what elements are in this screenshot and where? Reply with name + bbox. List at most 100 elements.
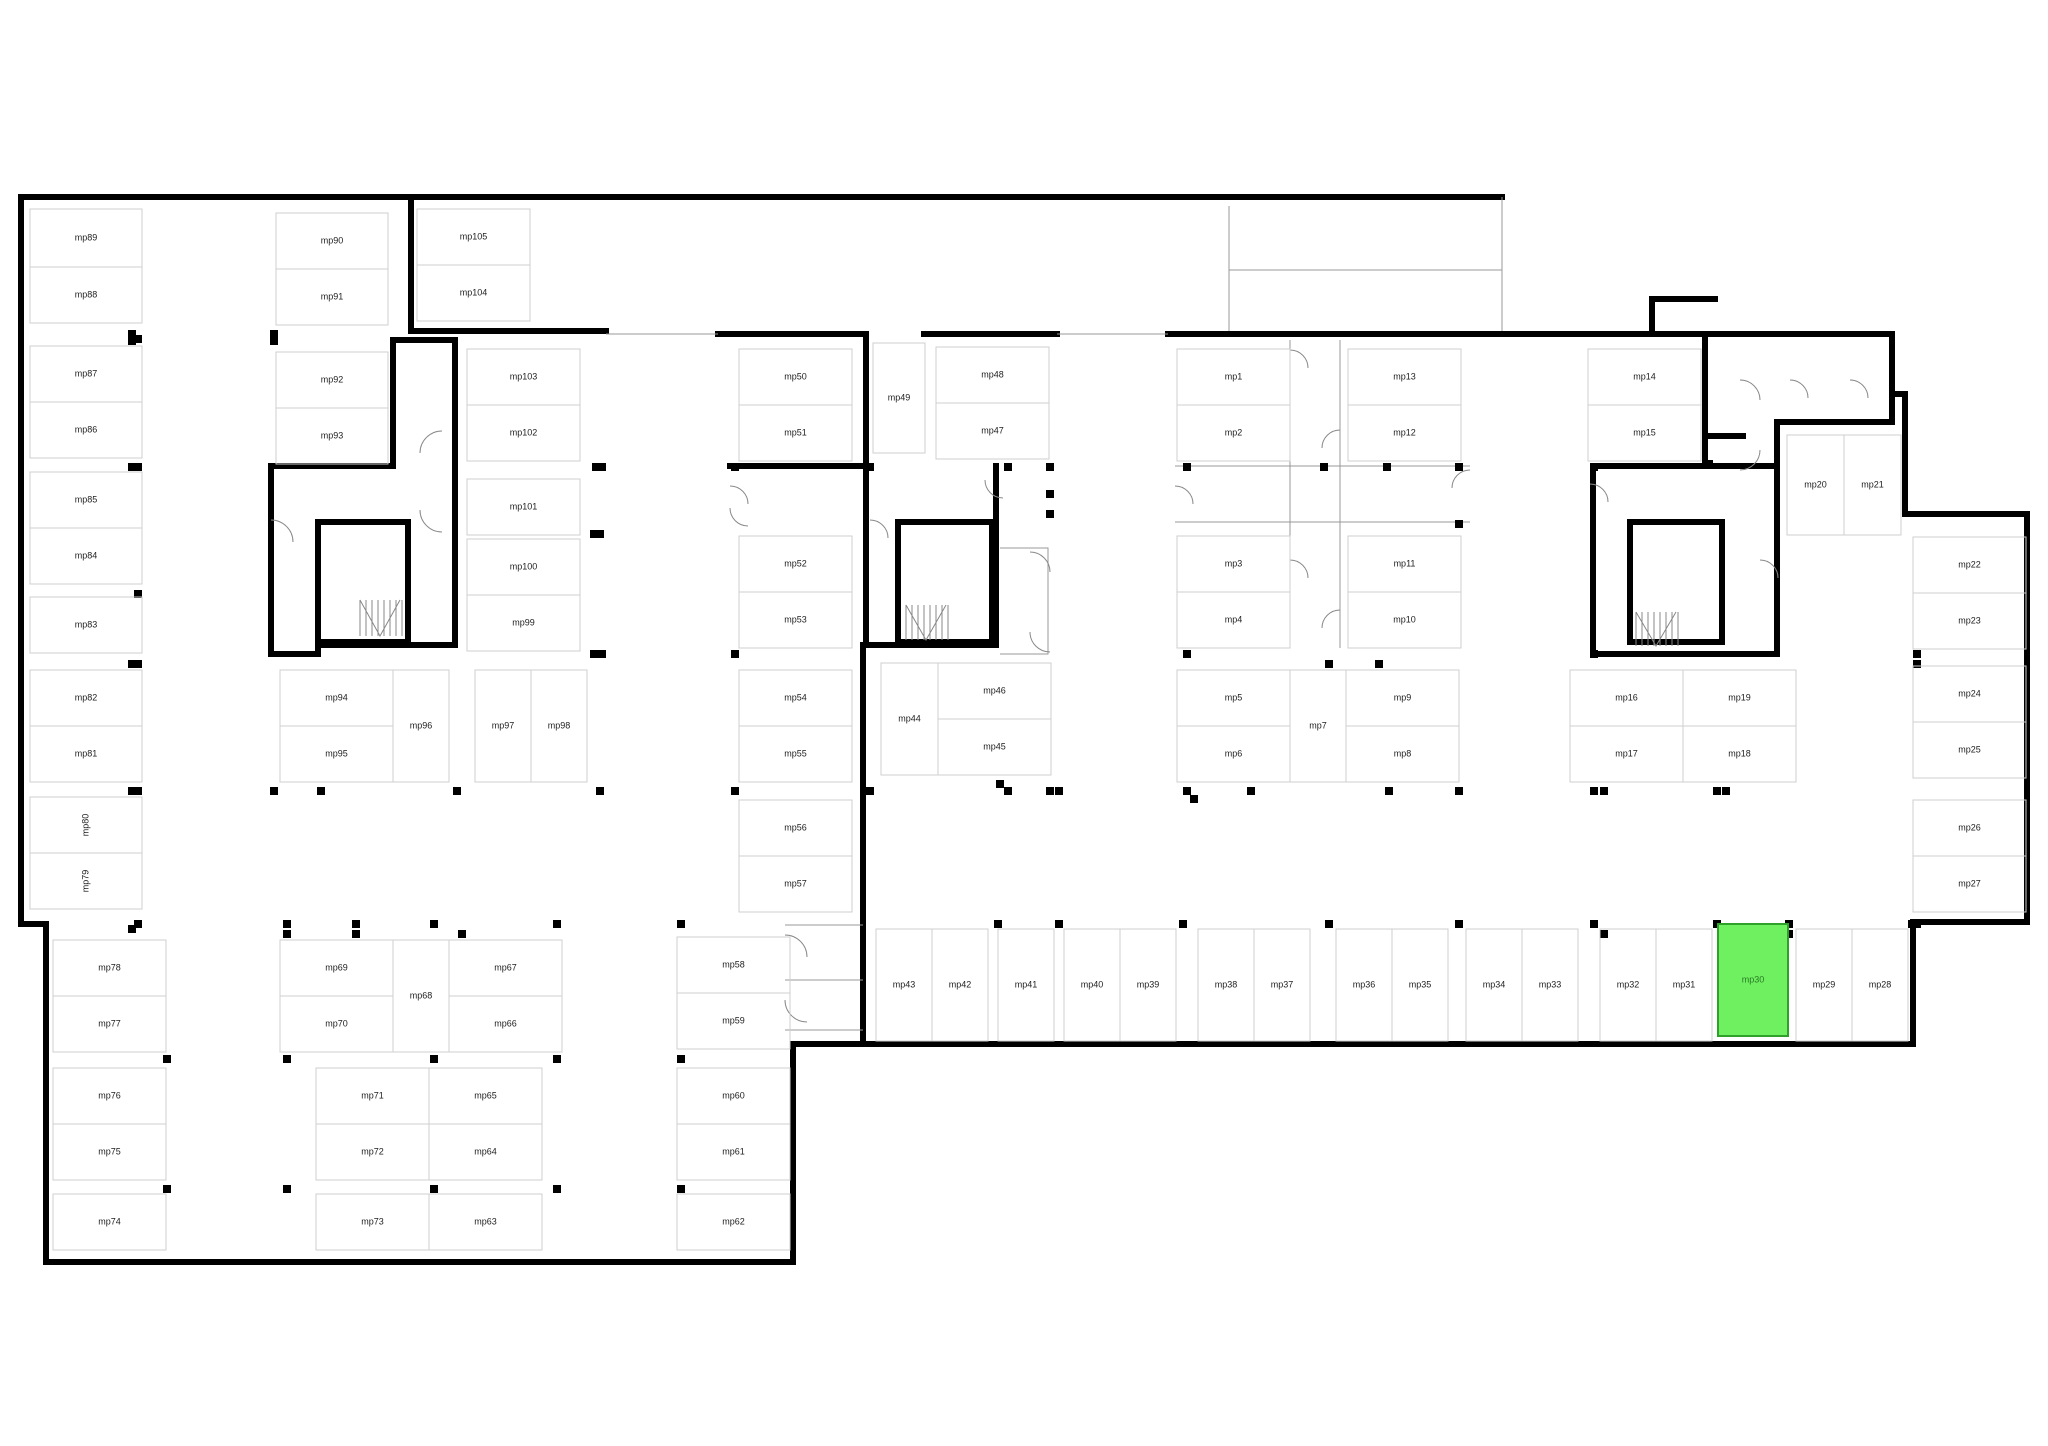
parking-spot-mp23[interactable]: mp23	[1912, 592, 2027, 650]
parking-spot-mp70[interactable]: mp70	[279, 995, 394, 1053]
parking-spot-mp59[interactable]: mp59	[676, 992, 791, 1050]
parking-spot-mp49[interactable]: mp49	[872, 342, 926, 454]
parking-spot-mp86[interactable]: mp86	[29, 401, 143, 459]
parking-spot-mp36[interactable]: mp36	[1335, 928, 1393, 1042]
parking-spot-mp75[interactable]: mp75	[52, 1123, 167, 1181]
parking-spot-mp73[interactable]: mp73	[315, 1193, 430, 1251]
parking-spot-mp40[interactable]: mp40	[1063, 928, 1121, 1042]
parking-spot-mp7[interactable]: mp7	[1289, 669, 1347, 783]
parking-spot-mp33[interactable]: mp33	[1521, 928, 1579, 1042]
parking-spot-mp76[interactable]: mp76	[52, 1067, 167, 1125]
parking-spot-mp6[interactable]: mp6	[1176, 725, 1291, 783]
parking-spot-mp10[interactable]: mp10	[1347, 591, 1462, 649]
parking-spot-mp74[interactable]: mp74	[52, 1193, 167, 1251]
parking-spot-mp64[interactable]: mp64	[428, 1123, 543, 1181]
parking-spot-mp101[interactable]: mp101	[466, 478, 581, 536]
parking-spot-mp9[interactable]: mp9	[1345, 669, 1460, 727]
parking-spot-mp29[interactable]: mp29	[1795, 928, 1853, 1042]
parking-spot-mp35[interactable]: mp35	[1391, 928, 1449, 1042]
parking-spot-mp25[interactable]: mp25	[1912, 721, 2027, 779]
parking-spot-mp1[interactable]: mp1	[1176, 348, 1291, 406]
parking-spot-mp85[interactable]: mp85	[29, 471, 143, 529]
parking-spot-mp19[interactable]: mp19	[1682, 669, 1797, 727]
parking-spot-mp21[interactable]: mp21	[1843, 434, 1902, 536]
parking-spot-mp78[interactable]: mp78	[52, 939, 167, 997]
parking-spot-mp45[interactable]: mp45	[937, 718, 1052, 776]
parking-spot-mp38[interactable]: mp38	[1197, 928, 1255, 1042]
parking-spot-mp26[interactable]: mp26	[1912, 799, 2027, 857]
parking-spot-mp96[interactable]: mp96	[392, 669, 450, 783]
parking-spot-mp12[interactable]: mp12	[1347, 404, 1462, 462]
parking-spot-mp61[interactable]: mp61	[676, 1123, 791, 1181]
parking-spot-mp95[interactable]: mp95	[279, 725, 394, 783]
parking-spot-mp62[interactable]: mp62	[676, 1193, 791, 1251]
parking-spot-mp5[interactable]: mp5	[1176, 669, 1291, 727]
parking-spot-mp34[interactable]: mp34	[1465, 928, 1523, 1042]
parking-spot-mp18[interactable]: mp18	[1682, 725, 1797, 783]
parking-spot-mp48[interactable]: mp48	[935, 346, 1050, 404]
parking-spot-mp91[interactable]: mp91	[275, 268, 389, 326]
parking-spot-mp99[interactable]: mp99	[466, 594, 581, 652]
parking-spot-mp58[interactable]: mp58	[676, 936, 791, 994]
parking-spot-mp31[interactable]: mp31	[1655, 928, 1713, 1042]
parking-spot-mp65[interactable]: mp65	[428, 1067, 543, 1125]
parking-spot-mp17[interactable]: mp17	[1569, 725, 1684, 783]
parking-spot-mp104[interactable]: mp104	[416, 264, 531, 322]
parking-spot-mp53[interactable]: mp53	[738, 591, 853, 649]
parking-spot-mp71[interactable]: mp71	[315, 1067, 430, 1125]
parking-spot-mp83[interactable]: mp83	[29, 596, 143, 654]
parking-spot-mp60[interactable]: mp60	[676, 1067, 791, 1125]
parking-spot-mp79[interactable]: mp79	[29, 852, 143, 910]
parking-spot-mp92[interactable]: mp92	[275, 351, 389, 409]
parking-spot-mp20[interactable]: mp20	[1786, 434, 1845, 536]
parking-spot-mp8[interactable]: mp8	[1345, 725, 1460, 783]
parking-spot-mp28[interactable]: mp28	[1851, 928, 1909, 1042]
parking-spot-mp90[interactable]: mp90	[275, 212, 389, 270]
parking-spot-mp93[interactable]: mp93	[275, 407, 389, 465]
parking-spot-mp50[interactable]: mp50	[738, 348, 853, 406]
parking-spot-mp77[interactable]: mp77	[52, 995, 167, 1053]
parking-spot-mp97[interactable]: mp97	[474, 669, 532, 783]
parking-spot-mp52[interactable]: mp52	[738, 535, 853, 593]
parking-spot-mp30[interactable]: mp30	[1717, 923, 1789, 1037]
parking-spot-mp102[interactable]: mp102	[466, 404, 581, 462]
parking-spot-mp98[interactable]: mp98	[530, 669, 588, 783]
parking-spot-mp51[interactable]: mp51	[738, 404, 853, 462]
parking-spot-mp41[interactable]: mp41	[997, 928, 1055, 1042]
parking-spot-mp43[interactable]: mp43	[875, 928, 933, 1042]
parking-spot-mp63[interactable]: mp63	[428, 1193, 543, 1251]
parking-spot-mp84[interactable]: mp84	[29, 527, 143, 585]
parking-spot-mp87[interactable]: mp87	[29, 345, 143, 403]
parking-spot-mp46[interactable]: mp46	[937, 662, 1052, 720]
parking-spot-mp39[interactable]: mp39	[1119, 928, 1177, 1042]
parking-spot-mp27[interactable]: mp27	[1912, 855, 2027, 913]
parking-spot-mp13[interactable]: mp13	[1347, 348, 1462, 406]
parking-spot-mp105[interactable]: mp105	[416, 208, 531, 266]
parking-spot-mp68[interactable]: mp68	[392, 939, 450, 1053]
parking-spot-mp88[interactable]: mp88	[29, 266, 143, 324]
parking-spot-mp69[interactable]: mp69	[279, 939, 394, 997]
parking-spot-mp55[interactable]: mp55	[738, 725, 853, 783]
parking-spot-mp32[interactable]: mp32	[1599, 928, 1657, 1042]
parking-spot-mp3[interactable]: mp3	[1176, 535, 1291, 593]
parking-spot-mp11[interactable]: mp11	[1347, 535, 1462, 593]
parking-spot-mp24[interactable]: mp24	[1912, 665, 2027, 723]
parking-spot-mp54[interactable]: mp54	[738, 669, 853, 727]
parking-spot-mp89[interactable]: mp89	[29, 208, 143, 268]
parking-spot-mp94[interactable]: mp94	[279, 669, 394, 727]
parking-spot-mp80[interactable]: mp80	[29, 796, 143, 854]
parking-spot-mp82[interactable]: mp82	[29, 669, 143, 727]
parking-spot-mp16[interactable]: mp16	[1569, 669, 1684, 727]
parking-spot-mp57[interactable]: mp57	[738, 855, 853, 913]
parking-spot-mp103[interactable]: mp103	[466, 348, 581, 406]
parking-spot-mp72[interactable]: mp72	[315, 1123, 430, 1181]
parking-spot-mp42[interactable]: mp42	[931, 928, 989, 1042]
parking-spot-mp22[interactable]: mp22	[1912, 536, 2027, 594]
parking-spot-mp56[interactable]: mp56	[738, 799, 853, 857]
parking-spot-mp47[interactable]: mp47	[935, 402, 1050, 460]
parking-spot-mp15[interactable]: mp15	[1587, 404, 1702, 462]
parking-spot-mp2[interactable]: mp2	[1176, 404, 1291, 462]
parking-spot-mp81[interactable]: mp81	[29, 725, 143, 783]
parking-spot-mp66[interactable]: mp66	[448, 995, 563, 1053]
parking-spot-mp44[interactable]: mp44	[880, 662, 939, 776]
